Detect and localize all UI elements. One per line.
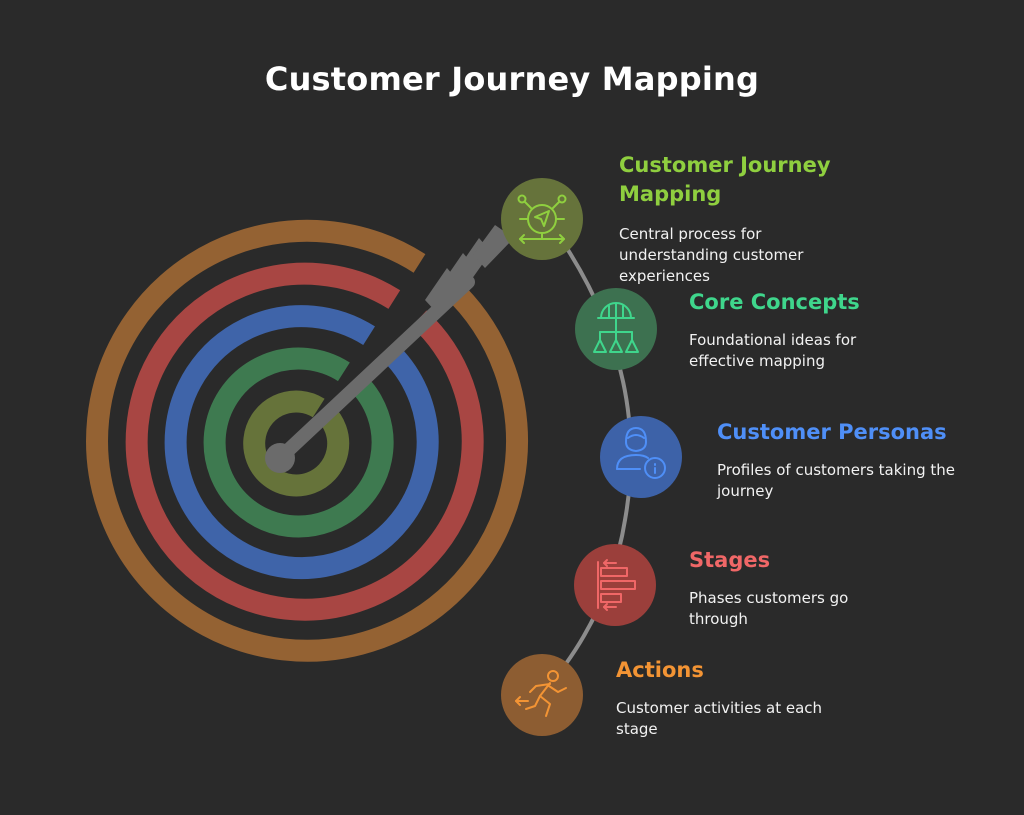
- arrow-tip: [265, 443, 295, 473]
- node-core-concepts: [575, 288, 657, 370]
- item-description-stages: Phases customers go through: [689, 589, 849, 628]
- hierarchy-helmet-icon: [593, 302, 639, 353]
- node-circle: [600, 416, 682, 498]
- item-title-customer-personas: Customer Personas: [717, 420, 947, 444]
- page-title: Customer Journey Mapping: [264, 60, 760, 98]
- item-title-customer-journey-mapping-line2: Mapping: [619, 182, 722, 206]
- target-ring-blue: [164, 305, 439, 580]
- target-ring-outer: [86, 219, 528, 662]
- item-description-customer-journey-mapping: Central process for understanding custom…: [619, 225, 804, 285]
- target-rings: [86, 219, 528, 662]
- node-stages: [574, 544, 656, 626]
- item-description-core-concepts: Foundational ideas for effective mapping: [689, 331, 857, 370]
- item-title-stages: Stages: [689, 548, 771, 572]
- arrow-fletching-4: [473, 225, 514, 268]
- arrow: [265, 225, 514, 473]
- item-description-customer-personas: Profiles of customers taking the journey: [717, 461, 956, 500]
- node-customer-personas: [600, 416, 682, 498]
- user-info-icon: [616, 427, 666, 479]
- node-circle: [574, 544, 656, 626]
- target-ring-red: [125, 262, 484, 621]
- item-title-core-concepts: Core Concepts: [689, 290, 860, 314]
- item-title-actions: Actions: [616, 658, 704, 682]
- navigation-compass-icon: [517, 194, 567, 244]
- bar-stages-icon: [597, 559, 636, 611]
- target-ring-olive: [243, 390, 350, 497]
- node-customer-journey-mapping: [501, 178, 583, 260]
- item-description-actions: Customer activities at each stage: [616, 699, 823, 738]
- target-ring-green: [203, 347, 394, 538]
- item-title-customer-journey-mapping-line1: Customer Journey: [619, 153, 831, 177]
- node-actions: [501, 654, 583, 736]
- running-person-icon: [515, 670, 567, 717]
